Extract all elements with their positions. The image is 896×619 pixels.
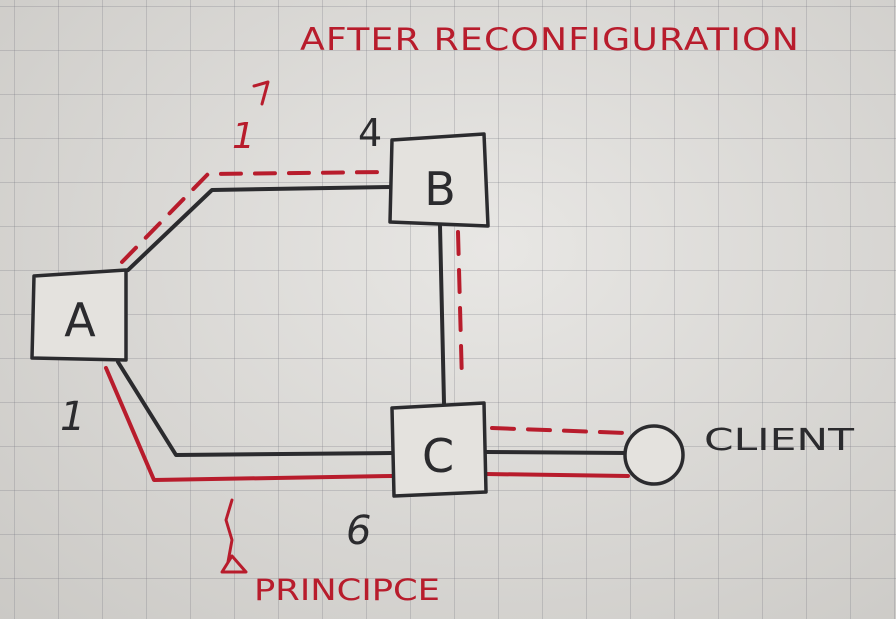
link-a-c (116, 360, 394, 457)
node-a-label: A (64, 293, 96, 347)
node-c: C (390, 401, 488, 498)
backup-arrow-icon (252, 80, 270, 106)
reconfigured-path-b-c (456, 230, 464, 384)
node-a: A (30, 268, 128, 362)
node-c-label: C (422, 429, 454, 483)
node-b-box (388, 132, 490, 228)
node-c-cost: 6 (346, 508, 371, 554)
principal-label: PRINCIPCE (254, 573, 440, 607)
reconfigured-path-a-b (120, 170, 386, 264)
node-a-cost: 1 (60, 394, 85, 440)
node-b-label: B (424, 162, 456, 216)
principal-path-a-c (104, 366, 394, 482)
node-c-box (390, 401, 488, 498)
reconfigured-path-c-client (490, 426, 628, 435)
backup-link-cost: 1 (232, 116, 255, 157)
client-circle (623, 424, 685, 486)
client-node: CLIENT (623, 423, 855, 486)
node-b-cost: 4 (358, 111, 382, 155)
link-a-b (126, 185, 394, 272)
link-c-client (484, 450, 630, 455)
link-b-c (438, 224, 446, 405)
principal-path-c-client (484, 472, 630, 478)
principal-arrow-icon (220, 498, 248, 574)
node-a-box (30, 268, 128, 362)
node-b: B (388, 132, 490, 228)
client-label: CLIENT (704, 423, 855, 458)
diagram-title: AFTER RECONFIGURATION (300, 22, 800, 58)
